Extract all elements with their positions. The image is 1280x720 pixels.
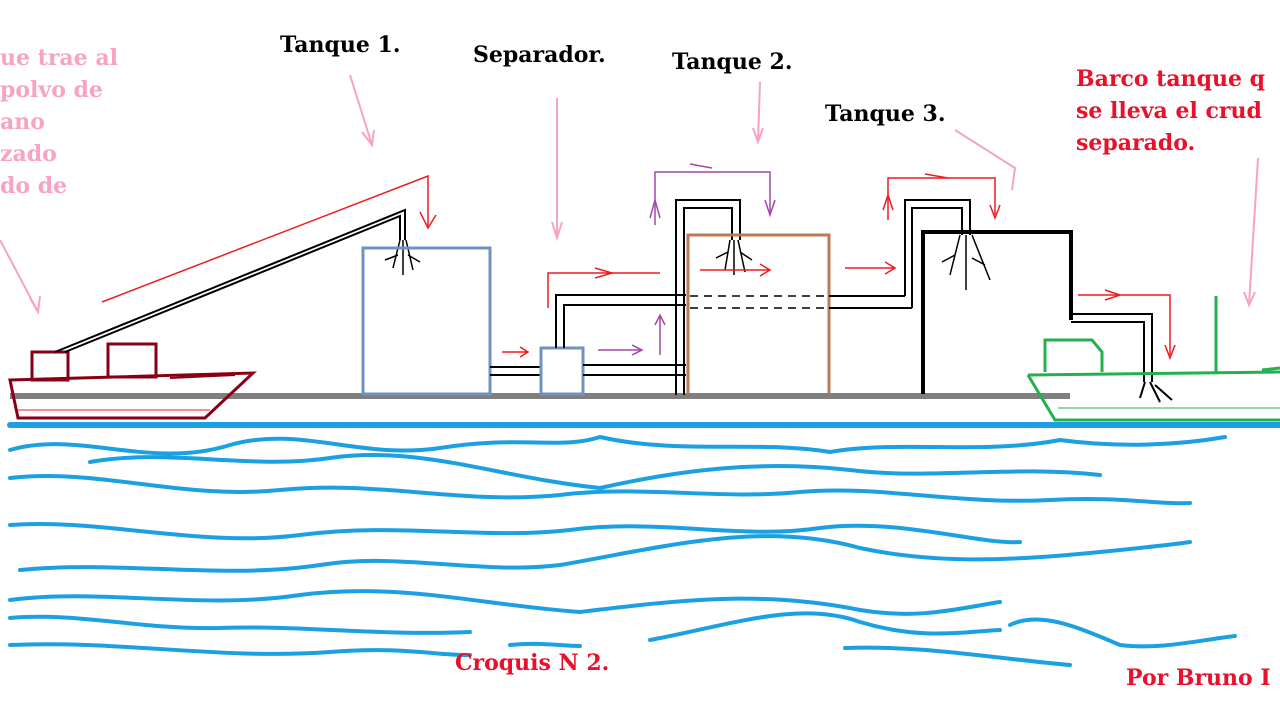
supply-ship-description-line: do de — [0, 173, 68, 199]
supply-ship-description-line: ano — [0, 109, 45, 135]
right-tanker-ship — [1026, 296, 1280, 422]
tanker-description-line: separado. — [1076, 130, 1196, 156]
sketch-title: Croquis N 2. — [455, 650, 610, 676]
flow-arrow-tank1-separator — [502, 346, 530, 358]
tank-2 — [686, 233, 831, 394]
separator-label: Separador. — [473, 42, 606, 68]
tank-3 — [921, 230, 1073, 394]
sea-waves — [7, 422, 1280, 667]
pipe-tank3-tanker — [1071, 313, 1173, 403]
left-ship-cabin-1 — [30, 350, 70, 382]
pipe-separator-tank2 — [555, 199, 753, 395]
flow-arrows-separator-tank2 — [547, 263, 772, 308]
supply-ship-description-line: polvo de — [0, 77, 103, 103]
separator-vessel — [539, 346, 585, 396]
pipe-tank1-separator — [490, 366, 541, 376]
left-ship-cabin-2 — [106, 342, 158, 379]
flow-arrows-tank3-tanker — [1078, 289, 1176, 361]
supply-ship-description: ue trae al polvo de ano zado do de — [0, 42, 118, 202]
flow-arrows-tank2-tank3 — [845, 173, 1001, 275]
tank-1 — [361, 246, 492, 396]
pointer-arrows — [0, 74, 1259, 316]
pipe-tank2-tank3 — [829, 199, 991, 309]
loading-conveyor — [54, 208, 421, 353]
return-arrows — [598, 163, 776, 356]
left-ship-hull — [8, 371, 257, 420]
supply-ship-description-line: ue trae al — [0, 45, 118, 71]
tanker-description-line: se lleva el crud — [1076, 98, 1262, 124]
tanker-description-line: Barco tanque q — [1076, 66, 1265, 92]
author-credit: Por Bruno I — [1126, 665, 1271, 691]
tank-3-label: Tanque 3. — [825, 101, 946, 127]
supply-ship-description-line: zado — [0, 141, 57, 167]
tanker-cabin — [1043, 338, 1104, 372]
conveyor-flow-arrow — [101, 174, 437, 303]
tanker-hull — [1026, 370, 1280, 422]
tank-1-label: Tanque 1. — [280, 32, 401, 58]
tanker-description: Barco tanque q se lleva el crud separado… — [1076, 63, 1265, 159]
tank-2-level-lines — [690, 295, 827, 309]
left-supply-ship — [8, 342, 257, 420]
tank-2-label: Tanque 2. — [672, 49, 793, 75]
